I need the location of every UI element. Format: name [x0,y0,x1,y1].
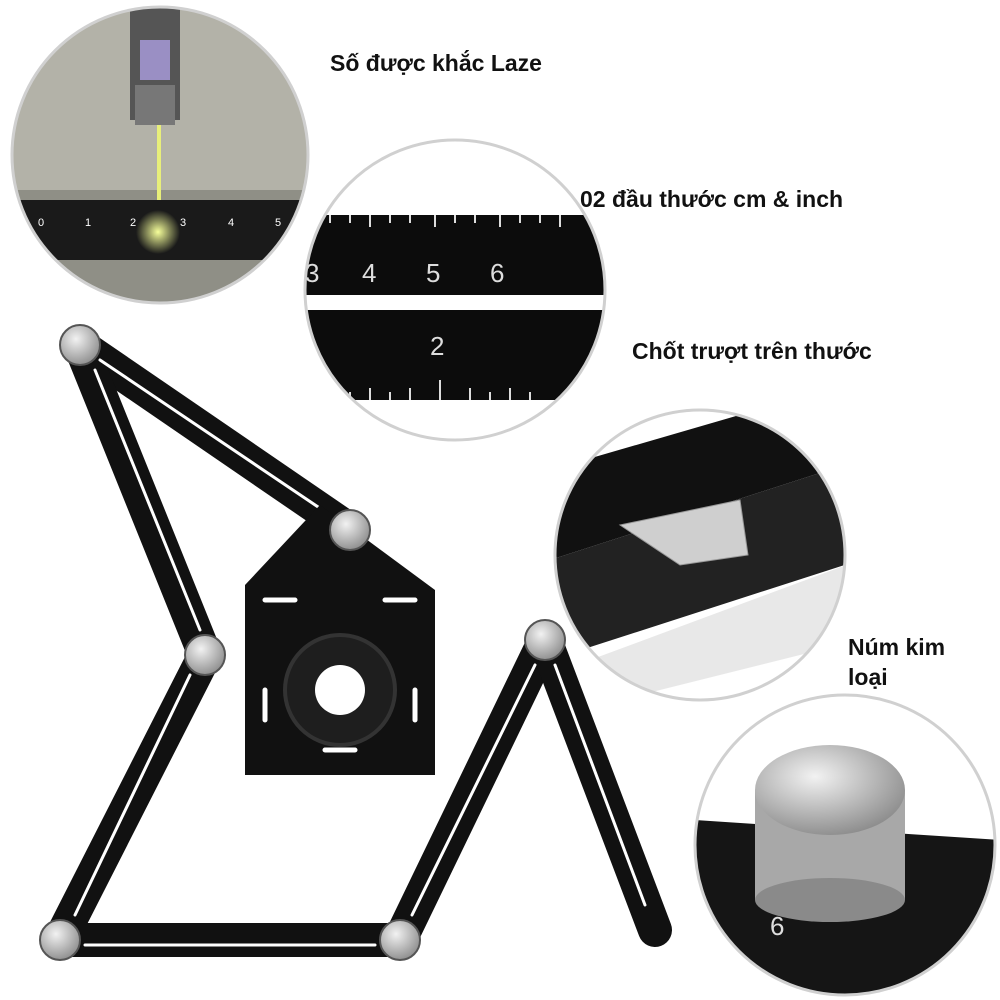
tick-label: 2 [130,217,136,229]
scale-detail-circle: 3 4 5 6 2 [303,138,607,442]
knob-icon [524,619,566,661]
tick-label: 4 [228,217,234,229]
laser-detail-circle: 0 1 2 3 4 5 [10,5,310,305]
tick-label: 0 [38,217,44,229]
tick-label: 3 [180,217,186,229]
slider-detail-circle [553,408,847,702]
tick-label: 6 [770,911,784,941]
center-plate [245,505,435,775]
knob-icon [184,634,226,676]
tick-label: 5 [426,258,440,288]
caption-knob: Núm kim loại [848,634,946,690]
knob-detail-circle: 6 [693,693,997,997]
knob-icon [59,324,101,366]
tick-label: 1 [85,217,91,229]
knob-icons [39,324,566,961]
caption-ends: 02 đầu thước cm & inch [580,186,844,212]
knob-icon [39,919,81,961]
caption-slider: Chốt trượt trên thước [632,338,872,364]
tick-label: 3 [305,258,319,288]
caption-laser: Số được khắc Laze [330,50,542,76]
tick-label: 2 [430,331,444,361]
laser-ruler-numbers: 0 1 2 3 4 5 [38,217,281,229]
tick-label: 4 [362,258,376,288]
tick-label: 6 [490,258,504,288]
knob-icon [379,919,421,961]
knob-icon [329,509,371,551]
tick-label: 5 [275,217,281,229]
folding-ruler [39,324,672,961]
